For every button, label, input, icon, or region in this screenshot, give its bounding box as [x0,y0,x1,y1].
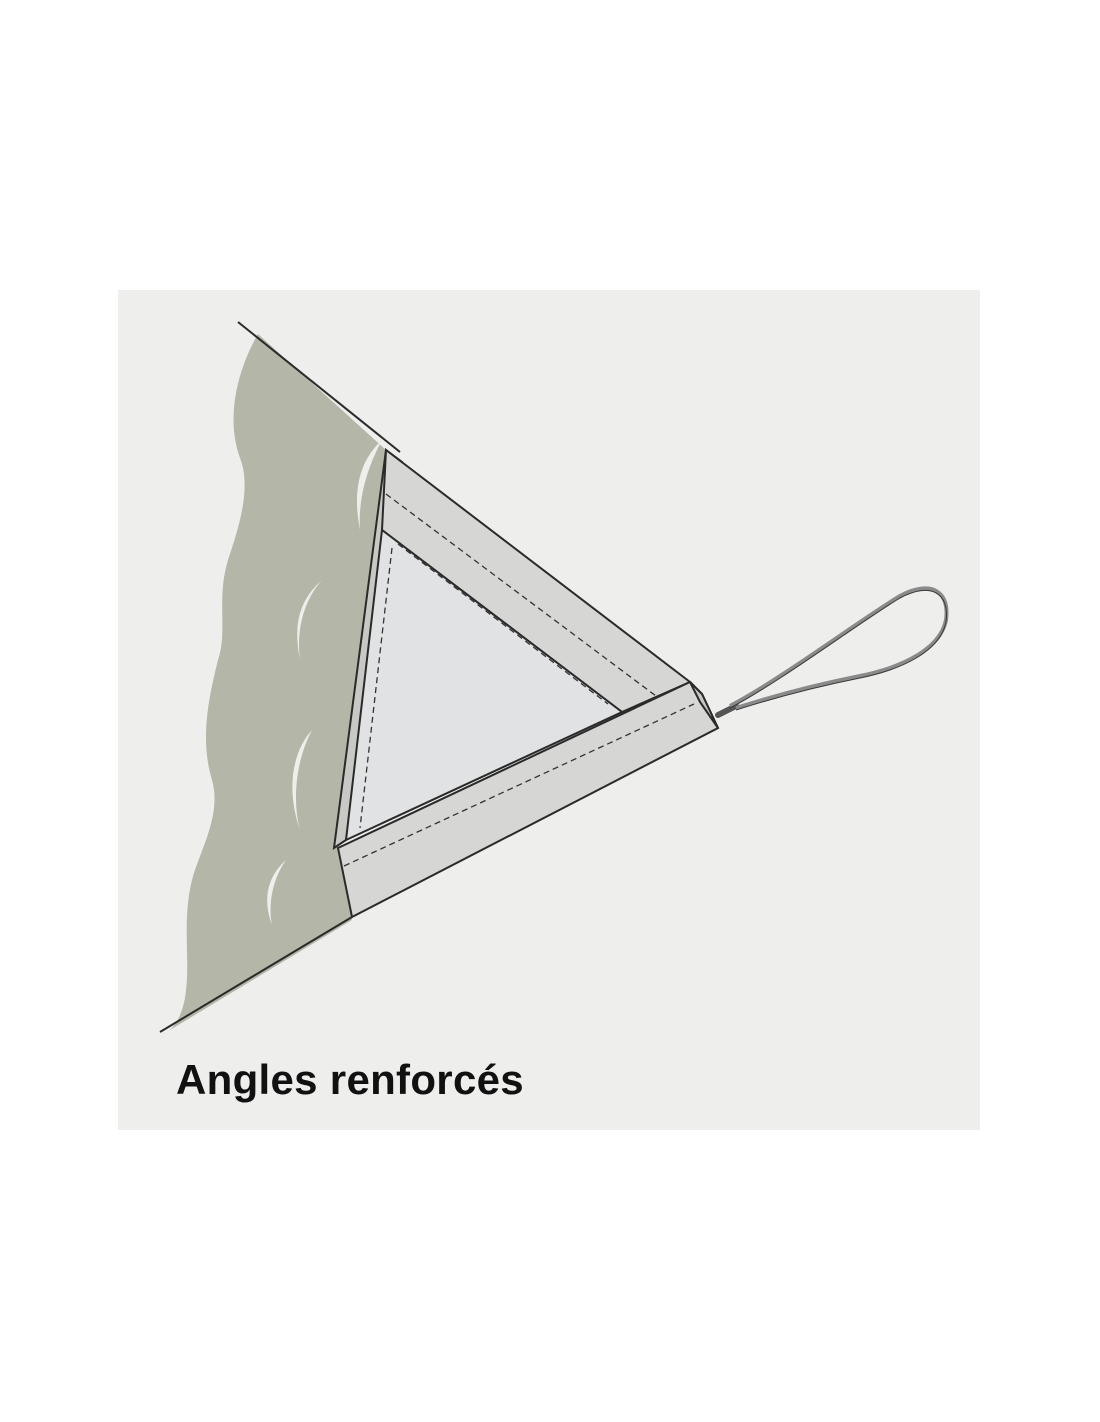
shade-sail-fabric [170,334,386,1030]
sail-top-edge [237,321,401,453]
reinforced-corner [332,448,720,919]
sail-bottom-edge [159,916,353,1033]
steel-ring-loop [715,586,949,718]
stitching [343,493,695,867]
diagram-caption: Angles renforcés [176,1056,524,1103]
